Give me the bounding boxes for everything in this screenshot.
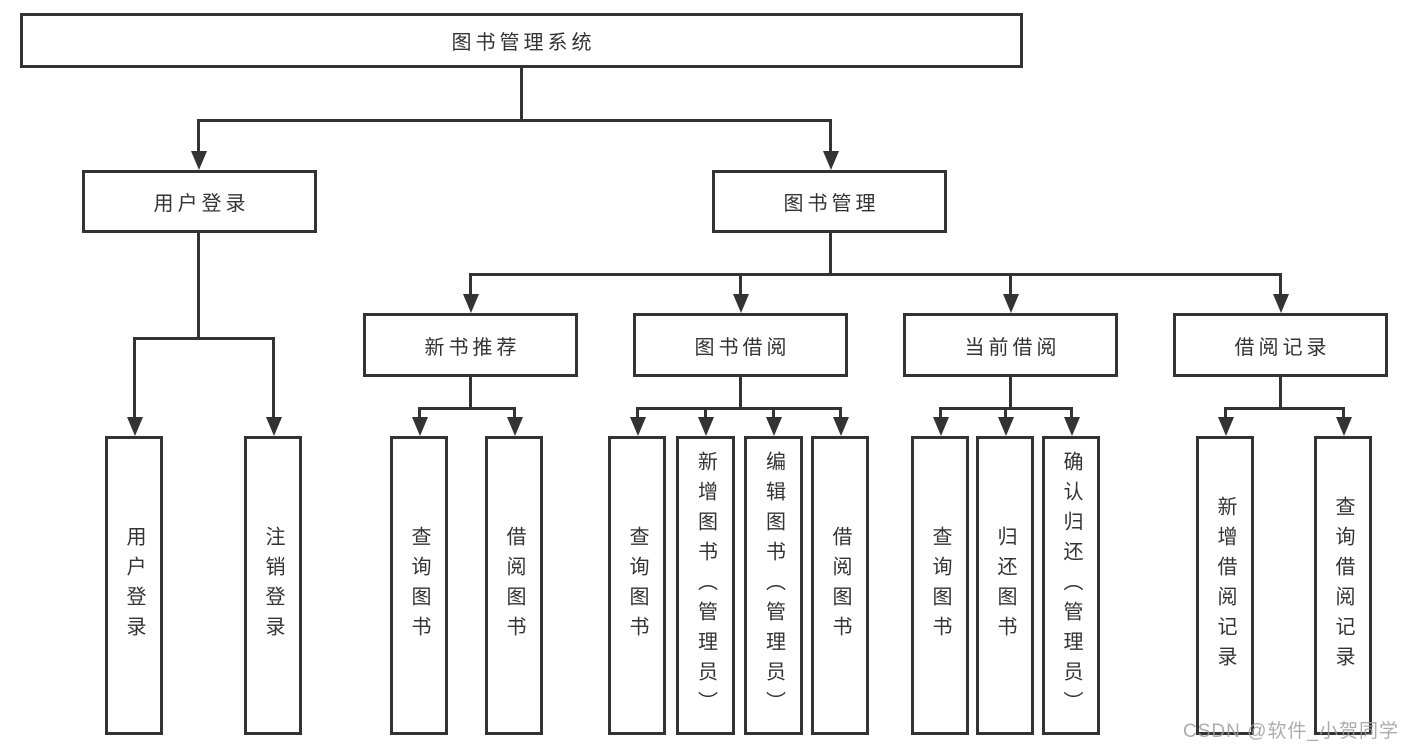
connector-line [829,233,832,275]
arrow-down [1335,407,1352,436]
leaf-return-books-label: 归还图书 [994,525,1016,646]
arrow-down [832,407,849,436]
connector-line [1224,407,1345,410]
node-user-login-label: 用户登录 [153,193,250,215]
node-user-login: 用户登录 [82,170,317,233]
arrow-down [1272,273,1289,313]
node-root: 图书管理系统 [20,13,1023,68]
leaf-query-books-2: 查询图书 [608,436,666,735]
connector-line [197,233,200,338]
leaf-edit-books-admin-label: 编辑图书（管理员） [762,450,785,721]
arrow-down [932,407,949,436]
arrow-down [190,119,207,170]
connector-line [197,119,831,122]
arrow-down [462,273,479,313]
leaf-add-borrow-record: 新增借阅记录 [1196,436,1254,735]
node-book-borrow: 图书借阅 [633,313,848,377]
leaf-add-borrow-record-label: 新增借阅记录 [1214,495,1236,676]
connector-line [636,407,842,410]
node-new-book-recommend: 新书推荐 [363,313,578,377]
leaf-query-books-3: 查询图书 [911,436,969,735]
node-book-management: 图书管理 [712,170,947,233]
leaf-query-books-2-label: 查询图书 [626,525,648,646]
node-book-borrow-label: 图书借阅 [694,336,791,359]
arrow-down [411,407,428,436]
connector-line [133,337,275,340]
leaf-query-books-3-label: 查询图书 [929,525,951,646]
csdn-watermark: CSDN @软件_小贺同学 [1183,721,1399,742]
node-new-book-recommend-label: 新书推荐 [424,336,521,359]
leaf-query-borrow-record: 查询借阅记录 [1314,436,1372,735]
leaf-query-books-1-label: 查询图书 [408,525,430,646]
leaf-logout: 注销登录 [244,436,302,735]
arrow-down [506,407,523,436]
connector-line [469,273,1282,276]
connector-line [520,68,523,120]
arrow-down [126,337,143,436]
node-current-borrow-label: 当前借阅 [964,336,1061,359]
node-book-management-label: 图书管理 [783,193,880,215]
connector-line [418,407,516,410]
arrow-down [629,407,646,436]
leaf-user-login: 用户登录 [105,436,163,735]
arrow-down [697,407,714,436]
leaf-confirm-return-admin: 确认归还（管理员） [1042,436,1100,735]
leaf-add-books-admin: 新增图书（管理员） [676,436,735,735]
leaf-logout-label: 注销登录 [262,525,284,646]
leaf-return-books: 归还图书 [976,436,1034,735]
connector-line [1009,377,1012,409]
leaf-borrow-books-2: 借阅图书 [811,436,869,735]
leaf-borrow-books-1-label: 借阅图书 [503,525,525,646]
node-root-label: 图书管理系统 [451,32,596,54]
leaf-edit-books-admin: 编辑图书（管理员） [744,436,803,735]
arrow-down [997,407,1014,436]
arrow-down [822,119,839,170]
arrow-down [1217,407,1234,436]
connector-line [739,377,742,409]
leaf-borrow-books-1: 借阅图书 [485,436,543,735]
arrow-down [732,273,749,313]
arrow-down [1063,407,1080,436]
arrow-down [765,407,782,436]
arrow-down [1002,273,1019,313]
arrow-down [265,337,282,436]
leaf-user-login-label: 用户登录 [123,525,145,646]
connector-line [469,377,472,409]
leaf-borrow-books-2-label: 借阅图书 [829,525,851,646]
leaf-query-books-1: 查询图书 [390,436,448,735]
node-borrow-records-label: 借阅记录 [1234,336,1331,359]
connector-line [1279,377,1282,409]
leaf-query-borrow-record-label: 查询借阅记录 [1332,495,1354,676]
node-borrow-records: 借阅记录 [1173,313,1388,377]
leaf-add-books-admin-label: 新增图书（管理员） [694,450,717,721]
node-current-borrow: 当前借阅 [903,313,1118,377]
leaf-confirm-return-admin-label: 确认归还（管理员） [1060,450,1082,721]
